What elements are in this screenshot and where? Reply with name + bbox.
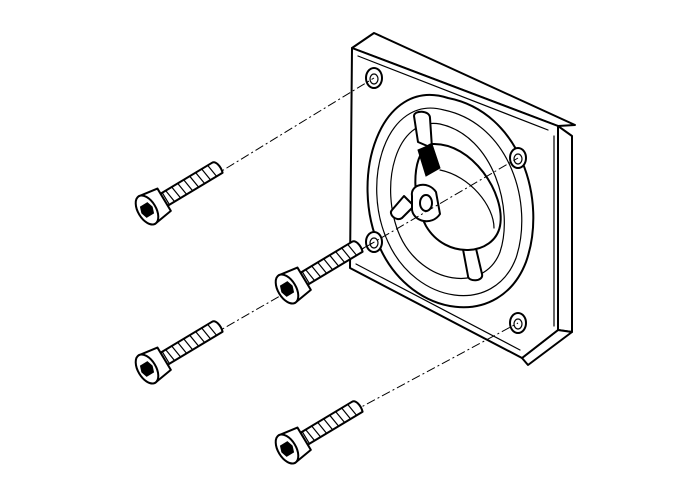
mounting-flange-plate [349, 32, 576, 366]
screw-icon [130, 151, 229, 230]
screw-icon [130, 310, 229, 389]
screw-4 [270, 390, 369, 469]
axis-line-4 [351, 322, 519, 413]
coupling-hub [390, 110, 502, 282]
hub-body [414, 142, 502, 251]
hub-key-top [413, 110, 433, 149]
hub-key-left [390, 195, 415, 220]
hub-face-line [439, 169, 495, 229]
axis-line-1 [211, 77, 375, 178]
screw-1 [130, 151, 229, 230]
screw-icon [270, 390, 369, 469]
plate-face-chamfer [355, 55, 555, 351]
plate-hole-top-left [365, 67, 383, 89]
hub-center-hole [419, 194, 433, 212]
screw-3 [130, 310, 229, 389]
plate-right-edge [557, 125, 573, 333]
hub-shadow [417, 143, 441, 177]
axis-line-2 [351, 157, 519, 256]
